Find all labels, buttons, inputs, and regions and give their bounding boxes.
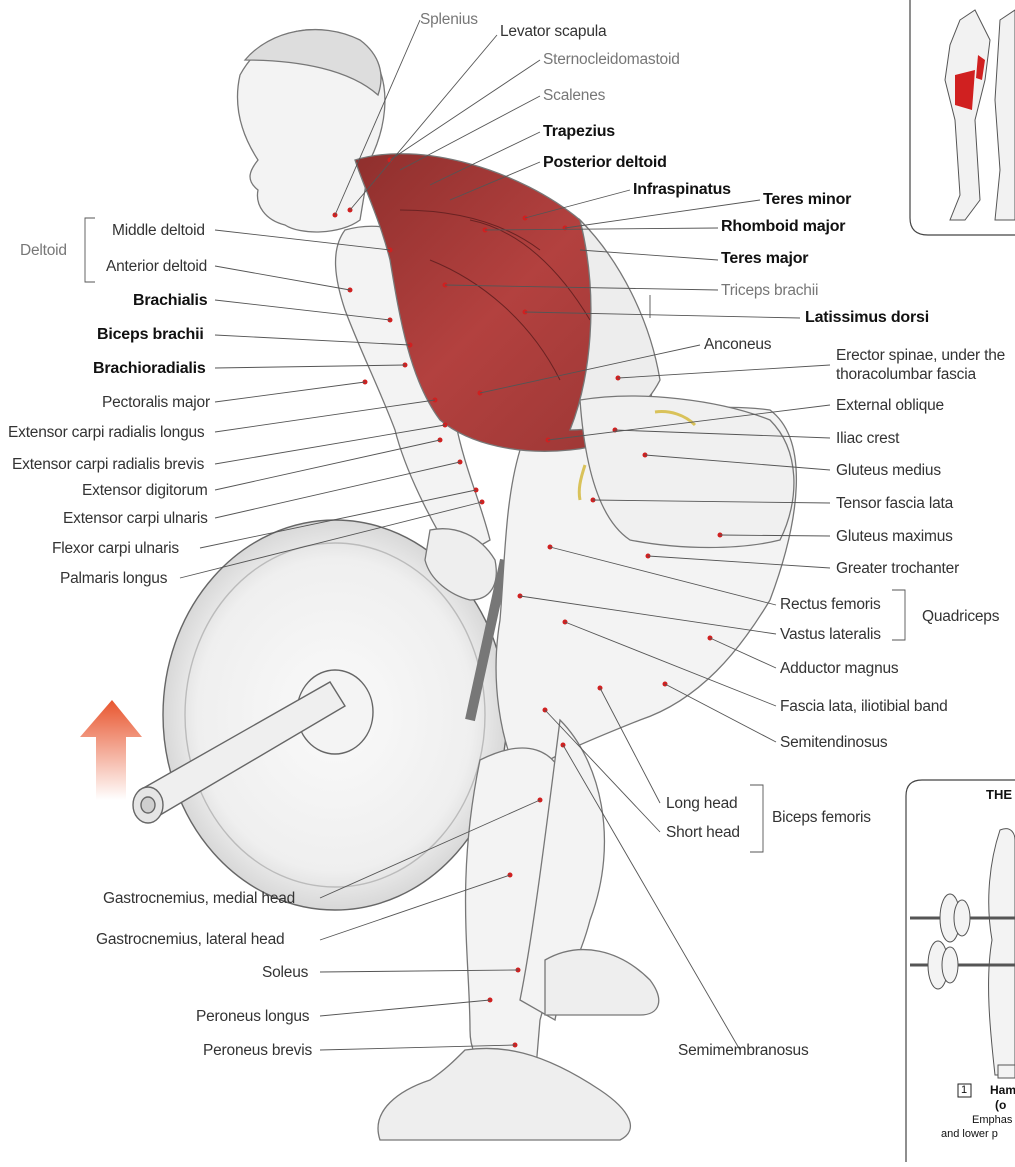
inset-top [910, 0, 1015, 235]
label-posterior-deltoid: Posterior deltoid [543, 155, 667, 171]
label-ecr-brevis: Extensor carpi radialis brevis [12, 457, 204, 473]
label-gastroc-lateral: Gastrocnemius, lateral head [96, 932, 284, 948]
label-semitendinosus: Semitendinosus [780, 735, 888, 751]
label-infraspinatus: Infraspinatus [633, 182, 731, 198]
label-anconeus: Anconeus [704, 337, 771, 353]
inset-caption-2: (o [995, 1098, 1006, 1112]
label-peroneus-longus: Peroneus longus [196, 1009, 309, 1025]
label-vastus-lateralis: Vastus lateralis [780, 627, 881, 643]
inset-caption-4: and lower p [941, 1128, 998, 1140]
label-splenius: Splenius [420, 12, 478, 28]
label-semimembranosus: Semimembranosus [678, 1043, 809, 1059]
label-gluteus-medius: Gluteus medius [836, 463, 941, 479]
label-deltoid: Deltoid [20, 243, 67, 259]
label-latissimus-dorsi: Latissimus dorsi [805, 310, 929, 326]
label-trapezius: Trapezius [543, 124, 615, 140]
label-middle-deltoid: Middle deltoid [112, 223, 205, 239]
label-long-head: Long head [666, 796, 737, 812]
inset-number: 1 [961, 1084, 967, 1096]
label-anterior-deltoid: Anterior deltoid [106, 259, 207, 275]
inset-caption-3: Emphas [972, 1114, 1012, 1126]
label-rectus-femoris: Rectus femoris [780, 597, 881, 613]
label-teres-minor: Teres minor [763, 192, 851, 208]
label-adductor-magnus: Adductor magnus [780, 661, 899, 677]
label-greater-trochanter: Greater trochanter [836, 561, 959, 577]
label-extensor-digitorum: Extensor digitorum [82, 483, 208, 499]
label-tensor-fascia-lata: Tensor fascia lata [836, 496, 953, 512]
foot-front [378, 1048, 630, 1140]
label-biceps-femoris: Biceps femoris [772, 810, 871, 826]
label-brachioradialis: Brachioradialis [93, 361, 206, 377]
label-teres-major: Teres major [721, 251, 808, 267]
label-levator-scapula: Levator scapula [500, 24, 606, 40]
label-biceps-brachii: Biceps brachii [97, 327, 204, 343]
label-rhomboid-major: Rhomboid major [721, 219, 845, 235]
label-palmaris-longus: Palmaris longus [60, 571, 167, 587]
label-peroneus-brevis: Peroneus brevis [203, 1043, 312, 1059]
label-pectoralis-major: Pectoralis major [102, 395, 210, 411]
label-flexor-carpi-ulnaris: Flexor carpi ulnaris [52, 541, 179, 557]
label-ecr-longus: Extensor carpi radialis longus [8, 425, 204, 441]
inset-title: THE [986, 787, 1012, 802]
foot-rear [545, 950, 659, 1015]
up-arrow-icon [80, 700, 142, 800]
label-quadriceps: Quadriceps [922, 609, 999, 625]
label-scalenes: Scalenes [543, 88, 605, 104]
label-iliac-crest: Iliac crest [836, 431, 899, 447]
label-short-head: Short head [666, 825, 740, 841]
label-gastroc-medial: Gastrocnemius, medial head [103, 891, 295, 907]
label-fascia-lata: Fascia lata, iliotibial band [780, 699, 948, 715]
label-erector-spinae-2: thoracolumbar fascia [836, 367, 976, 383]
label-brachialis: Brachialis [133, 293, 208, 309]
label-gluteus-maximus: Gluteus maximus [836, 529, 953, 545]
label-soleus: Soleus [262, 965, 308, 981]
label-sternocleidomastoid: Sternocleidomastoid [543, 52, 680, 68]
label-external-oblique: External oblique [836, 398, 944, 414]
label-extensor-carpi-ulnaris: Extensor carpi ulnaris [63, 511, 208, 527]
label-triceps-brachii: Triceps brachii [721, 283, 818, 299]
label-erector-spinae-1: Erector spinae, under the [836, 348, 1005, 364]
inset-caption-1: Ham [990, 1083, 1015, 1097]
